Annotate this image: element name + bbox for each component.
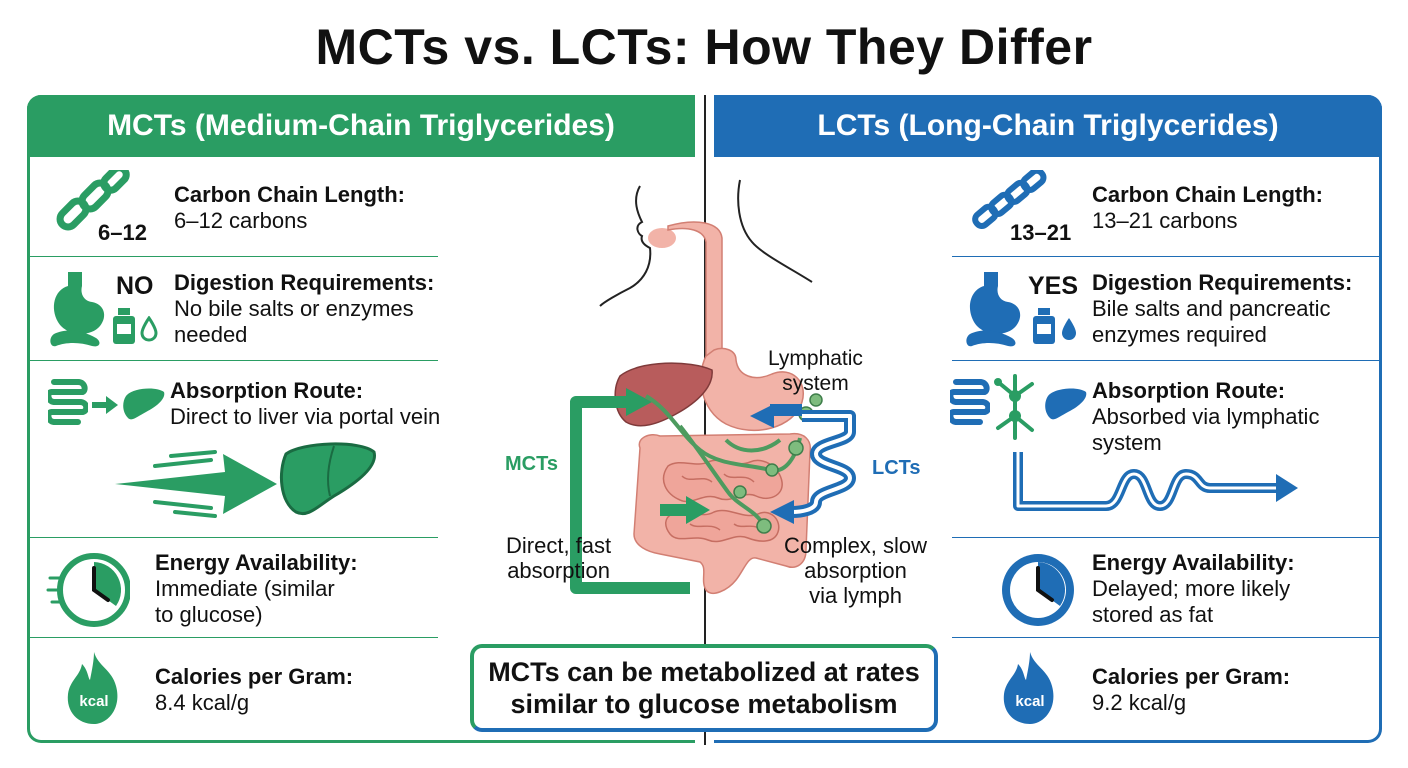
page-title: MCTs vs. LCTs: How They Differ bbox=[315, 19, 1093, 75]
mct-row-divider bbox=[30, 537, 438, 538]
lymphatic-label: Lymphatic system bbox=[768, 347, 863, 395]
lct-calories-heading: Calories per Gram: bbox=[1092, 664, 1291, 689]
lct-row-divider bbox=[952, 537, 1380, 538]
center-divider bbox=[704, 95, 706, 745]
stomach-icon bbox=[50, 272, 105, 347]
mct-energy-value: Immediate (similar to glucose) bbox=[155, 576, 335, 627]
liver-icon bbox=[1045, 388, 1087, 420]
mct-chain-heading: Carbon Chain Length: bbox=[174, 182, 405, 207]
mct-diagram-label: MCTs bbox=[505, 453, 558, 475]
lct-absorption-value: Absorbed via lymphatic system bbox=[1092, 404, 1320, 455]
mct-row-divider bbox=[30, 360, 438, 361]
mct-chain-badge: 6–12 bbox=[98, 220, 147, 245]
bottle-icon bbox=[1033, 308, 1055, 344]
fast-arrow-icon bbox=[115, 450, 277, 518]
arrow-icon bbox=[92, 396, 118, 414]
intestine-icon bbox=[48, 379, 88, 425]
chain-icon bbox=[56, 170, 130, 231]
kcal-label: kcal bbox=[79, 693, 108, 710]
summary-callout-text: MCTs can be metabolized at rates similar… bbox=[488, 657, 920, 719]
clock-icon bbox=[46, 553, 130, 627]
lymph-node-icon bbox=[994, 374, 1034, 440]
mct-energy-heading: Energy Availability: bbox=[155, 550, 358, 575]
lct-chain-value: 13–21 carbons bbox=[1092, 208, 1238, 233]
lct-absorption-heading: Absorption Route: bbox=[1092, 378, 1286, 403]
lct-header: LCTs (Long-Chain Triglycerides) bbox=[714, 95, 1382, 157]
intestine-icon bbox=[950, 379, 990, 425]
summary-callout: MCTs can be metabolized at rates similar… bbox=[470, 644, 938, 732]
drop-icon bbox=[1062, 318, 1076, 340]
lct-calories-value: 9.2 kcal/g bbox=[1092, 690, 1187, 715]
lct-digestion-heading: Digestion Requirements: bbox=[1092, 270, 1353, 295]
flame-icon: kcal bbox=[1003, 652, 1054, 724]
mct-header: MCTs (Medium-Chain Triglycerides) bbox=[27, 95, 695, 157]
drop-icon bbox=[140, 316, 158, 342]
clock-icon bbox=[1002, 554, 1074, 626]
stomach-icon bbox=[966, 272, 1021, 347]
mct-row-divider bbox=[30, 256, 438, 257]
lct-caption: Complex, slow absorption via lymph bbox=[784, 533, 928, 608]
lct-chain-badge: 13–21 bbox=[1010, 220, 1072, 245]
liver-icon bbox=[123, 388, 165, 420]
bottle-icon bbox=[113, 308, 135, 344]
mct-digestion-badge: NO bbox=[116, 272, 154, 300]
liver-icon bbox=[279, 442, 376, 515]
digestive-system-icon bbox=[570, 179, 856, 594]
kcal-label: kcal bbox=[1015, 693, 1044, 710]
lct-row-divider bbox=[952, 637, 1380, 638]
lct-energy-heading: Energy Availability: bbox=[1092, 550, 1295, 575]
flame-icon: kcal bbox=[67, 652, 118, 724]
lct-diagram-label: LCTs bbox=[872, 457, 921, 479]
lct-digestion-badge: YES bbox=[1028, 272, 1079, 300]
lct-chain-heading: Carbon Chain Length: bbox=[1092, 182, 1323, 207]
mct-calories-heading: Calories per Gram: bbox=[155, 664, 354, 689]
mct-absorption-heading: Absorption Route: bbox=[170, 378, 364, 403]
lct-row-divider bbox=[952, 360, 1380, 361]
mct-row-divider bbox=[30, 637, 438, 638]
lct-row-divider bbox=[952, 256, 1380, 257]
lct-digestion-value: Bile salts and pancreatic enzymes requir… bbox=[1092, 296, 1331, 347]
mct-chain-value: 6–12 carbons bbox=[174, 208, 308, 233]
mct-digestion-value: No bile salts or enzymes needed bbox=[174, 296, 414, 347]
mct-digestion-heading: Digestion Requirements: bbox=[174, 270, 435, 295]
lct-energy-value: Delayed; more likely stored as fat bbox=[1092, 576, 1291, 627]
mct-calories-value: 8.4 kcal/g bbox=[155, 690, 250, 715]
chain-icon bbox=[972, 170, 1047, 229]
winding-arrow-icon bbox=[1013, 452, 1298, 511]
mct-caption: Direct, fast absorption bbox=[506, 533, 612, 583]
mct-absorption-value: Direct to liver via portal vein bbox=[170, 404, 441, 429]
